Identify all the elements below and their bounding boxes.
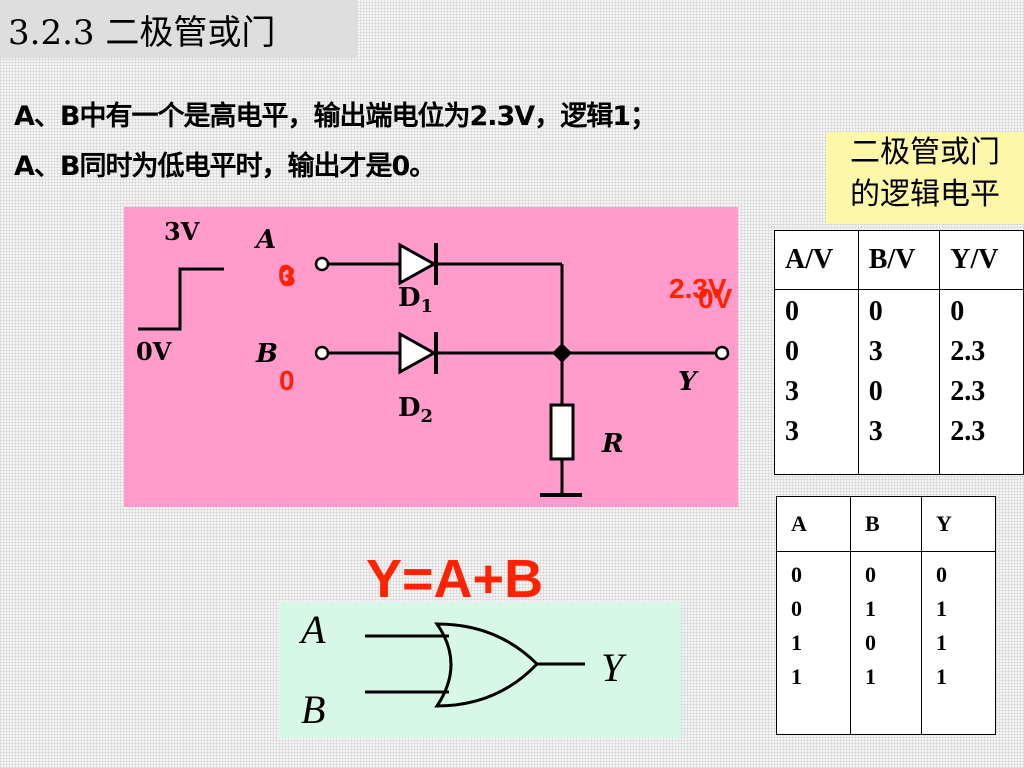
terminal-a bbox=[314, 256, 330, 272]
column-y-values: 0 2.3 2.3 2.3 bbox=[939, 289, 1024, 475]
logic-truth-table: A B Y 0 0 1 1 0 1 0 1 0 1 1 1 bbox=[776, 496, 996, 735]
cell: 3 bbox=[785, 376, 799, 407]
cell: 3 bbox=[785, 416, 799, 447]
diode-d2-label: D2 bbox=[398, 393, 434, 428]
output-value-frame-2: 0V bbox=[698, 283, 733, 314]
description-line-1: A、B中有一个是高电平，输出端电位为2.3V，逻辑1； bbox=[14, 101, 657, 132]
table-header-row: A B Y bbox=[776, 496, 996, 552]
value-a-frame-2: 3 bbox=[280, 261, 296, 292]
cell: 0 bbox=[785, 296, 799, 327]
header-a-v: A/V bbox=[774, 230, 859, 290]
page-title: 3.2.3 二极管或门 bbox=[8, 12, 276, 53]
header-b-v: B/V bbox=[857, 230, 941, 290]
cell: 0 bbox=[864, 630, 876, 655]
cell: 1 bbox=[864, 596, 876, 621]
voltage-truth-table: A/V B/V Y/V 0 0 3 3 0 3 0 3 0 2.3 2.3 2.… bbox=[774, 230, 1024, 475]
cell: 3 bbox=[868, 336, 883, 367]
diode-or-circuit: 3V 0V A B D1 D2 Y R 0 3 0 2.3V 0V bbox=[124, 207, 738, 507]
diode-d1-triangle bbox=[398, 242, 438, 286]
cell: 1 bbox=[936, 596, 948, 621]
output-value-frame-1: 2.3V bbox=[669, 273, 727, 304]
terminal-b bbox=[314, 345, 330, 361]
gate-label-b: B bbox=[301, 687, 326, 732]
description-line-2: A、B同时为低电平时，输出才是0。 bbox=[14, 151, 436, 182]
input-step-waveform bbox=[138, 267, 224, 331]
cell: 2.3 bbox=[950, 336, 986, 367]
circuit-schematic bbox=[138, 242, 730, 497]
input-a-label: A bbox=[256, 225, 277, 255]
resistor bbox=[549, 403, 575, 461]
cell: 1 bbox=[864, 664, 876, 689]
cell: 1 bbox=[936, 664, 948, 689]
cell: 0 bbox=[791, 596, 802, 621]
input-high-label: 3V bbox=[164, 217, 200, 246]
header-a: A bbox=[776, 496, 851, 552]
input-b-label: B bbox=[256, 339, 278, 369]
value-b: 0 bbox=[279, 365, 295, 396]
table-row: 0 0 3 3 0 3 0 3 0 2.3 2.3 2.3 bbox=[774, 289, 1024, 475]
column-y-values: 0 1 1 1 bbox=[921, 551, 996, 735]
table-header-row: A/V B/V Y/V bbox=[774, 230, 1024, 290]
cell: 1 bbox=[936, 630, 948, 655]
table-row: 0 0 1 1 0 1 0 1 0 1 1 1 bbox=[776, 551, 996, 735]
cell: 0 bbox=[785, 336, 799, 367]
cell: 3 bbox=[868, 416, 883, 447]
column-a-values: 0 0 3 3 bbox=[774, 289, 859, 475]
diode-d1-label: D1 bbox=[398, 283, 434, 318]
gate-label-y: Y bbox=[601, 645, 624, 690]
column-b-values: 0 3 0 3 bbox=[857, 289, 941, 475]
header-y-v: Y/V bbox=[939, 230, 1024, 290]
cell: 2.3 bbox=[950, 376, 986, 407]
cell: 0 bbox=[791, 562, 802, 587]
diode-d2-triangle bbox=[398, 331, 438, 375]
header-b: B bbox=[849, 496, 923, 552]
column-a-values: 0 0 1 1 bbox=[776, 551, 851, 735]
input-low-label: 0V bbox=[136, 337, 172, 366]
note-line-2: 的逻辑电平 bbox=[850, 177, 1000, 212]
logic-equation: Y=A+B bbox=[366, 549, 544, 609]
junction-node bbox=[552, 343, 572, 363]
or-gate-symbol bbox=[365, 622, 585, 708]
or-gate-body bbox=[434, 622, 540, 708]
note-line-1: 二极管或门 bbox=[850, 135, 1000, 170]
header-y: Y bbox=[921, 496, 996, 552]
output-y-label: Y bbox=[678, 367, 697, 397]
column-b-values: 0 1 0 1 bbox=[849, 551, 923, 735]
resistor-r-label: R bbox=[602, 429, 624, 459]
cell: 0 bbox=[936, 562, 948, 587]
note-box: 二极管或门 的逻辑电平 bbox=[826, 132, 1024, 224]
gate-label-a: A bbox=[301, 607, 326, 652]
title-bar: 3.2.3 二极管或门 bbox=[0, 0, 358, 58]
or-gate-diagram: A B Y bbox=[279, 602, 681, 738]
cell: 2.3 bbox=[950, 416, 986, 447]
cell: 0 bbox=[950, 296, 965, 327]
value-a-frame-1: 0 bbox=[278, 259, 294, 290]
cell: 1 bbox=[791, 664, 802, 689]
cell: 0 bbox=[868, 296, 883, 327]
cell: 1 bbox=[791, 630, 802, 655]
cell: 0 bbox=[864, 562, 876, 587]
cell: 0 bbox=[868, 376, 883, 407]
terminal-y bbox=[714, 345, 730, 361]
